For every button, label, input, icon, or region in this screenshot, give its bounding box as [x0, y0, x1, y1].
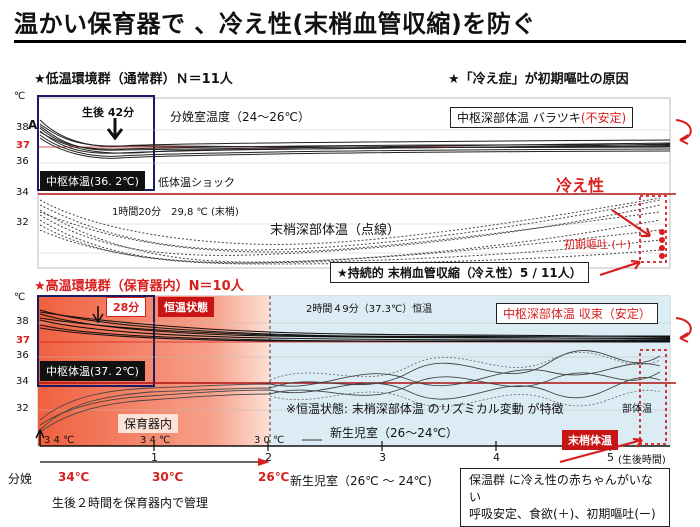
- hypothermia-shock: 低体温ショック: [158, 176, 235, 189]
- top-y-38: 38: [16, 122, 29, 133]
- bottom-y-34: 34: [16, 376, 29, 387]
- delivery-label: 分娩: [8, 472, 33, 486]
- top-central-temp: 中枢体温(36. 2℃): [40, 171, 145, 191]
- top-y-34: 34: [16, 187, 29, 198]
- bottom-y-36: 36: [16, 350, 29, 361]
- x-tick-5: 5: [607, 451, 614, 464]
- vomit-dots: [659, 229, 665, 259]
- central-variability-label: 中枢深部体温 バラツキ: [457, 111, 581, 125]
- newborn-room-temp: 新生児室（26〜24℃）: [330, 426, 459, 440]
- x-axis-unit: (生後時間): [618, 455, 666, 466]
- down-arrow-42: [106, 118, 124, 141]
- top-y-unit: ℃: [14, 91, 26, 102]
- top-y-32: 32: [16, 217, 29, 228]
- bottom-y-unit: ℃: [14, 292, 26, 303]
- bottom-peripheral-traces: [39, 350, 661, 433]
- cold-label: 冷え性: [556, 176, 605, 195]
- rhythmic-note: ※恒温状態: 末梢深部体温 のリズミカル変動 が特徴: [286, 402, 564, 416]
- central-variability-box: 中枢深部体温 バラツキ(不安定): [450, 107, 634, 128]
- top-y-37: 37: [16, 140, 30, 151]
- bottom-y-32: 32: [16, 403, 29, 414]
- page-title: 温かい保育器で 、冷え性(末梢血管収縮)を防ぐ: [14, 10, 536, 38]
- temp-30: 30℃: [152, 470, 184, 484]
- in-axis-34-a: 3 4 ℃: [44, 435, 75, 446]
- x-tick-2: 2: [265, 451, 272, 464]
- central-converge-box: 中枢深部体温 収束（安定）: [496, 303, 658, 324]
- top-y-36: 36: [16, 156, 29, 167]
- temp-34: 34℃: [58, 470, 90, 484]
- bottom-dotted-region: [639, 349, 667, 445]
- initial-vomit: 初期嘔吐 (＋): [564, 238, 632, 251]
- top-group-title: ★低温環境群（通常群）Ｎ＝11人: [34, 72, 233, 87]
- bottom-central-traces: [39, 309, 671, 343]
- bottom-y-38: 38: [16, 316, 29, 327]
- incubator-label: 保育器内: [118, 414, 179, 433]
- temp-26: 26℃: [258, 470, 290, 484]
- x-tick-3: 3: [379, 451, 386, 464]
- x-tick-1: 1: [151, 451, 158, 464]
- result-line-2: 呼吸安定、食欲(＋)、初期嘔吐(ー): [469, 507, 656, 521]
- x-tick-4: 4: [493, 451, 500, 464]
- cause-title: ★「冷え症」が初期嘔吐の原因: [448, 72, 629, 87]
- after-birth-42: 生後 42分: [82, 106, 135, 119]
- bottom-y-37: 37: [16, 335, 30, 346]
- top-peripheral-traces: [39, 197, 661, 265]
- top-central-traces: [39, 119, 671, 159]
- in-axis-34-b: 3 4 ℃: [140, 435, 171, 446]
- management-label: 生後２時間を保育器内で管理: [52, 496, 209, 510]
- peripheral-short: 部体温: [622, 404, 652, 415]
- bottom-group-title: ★高温環境群（保育器内）N＝10人: [34, 279, 244, 294]
- unstable-label: (不安定): [580, 111, 627, 125]
- in-axis-30: 3 0 ℃: [254, 435, 285, 446]
- delivery-room-temp: 分娩室温度（24～26℃）: [170, 110, 311, 124]
- time-note: 1時間20分 29,8 ℃ (末梢): [112, 207, 239, 218]
- two-hours-49: 2時間４9分（37.3℃）恒温: [306, 304, 433, 315]
- constant-state: 恒温状態: [158, 297, 214, 317]
- title-underline: [14, 40, 686, 43]
- newborn-room-bottom: 新生児室（26℃ ～ 24℃): [290, 474, 432, 488]
- result-box: 保温群 に冷え性の赤ちゃんがいない 呼吸安定、食欲(＋)、初期嘔吐(ー): [460, 468, 670, 527]
- minute-28: 28分: [106, 297, 147, 317]
- result-line-1: 保温群 に冷え性の赤ちゃんがいない: [469, 473, 653, 504]
- persistent-constriction: ★持続的 末梢血管収縮（冷え性）5 / 11人）: [330, 262, 589, 283]
- bottom-central-temp: 中枢体温(37. 2℃): [40, 361, 145, 381]
- peripheral-label: 末梢深部体温（点線）: [270, 223, 401, 238]
- marker-a: A: [28, 118, 38, 132]
- peripheral-temp-label: 末梢体温: [562, 430, 618, 450]
- bottom-highlight-box: [37, 295, 155, 387]
